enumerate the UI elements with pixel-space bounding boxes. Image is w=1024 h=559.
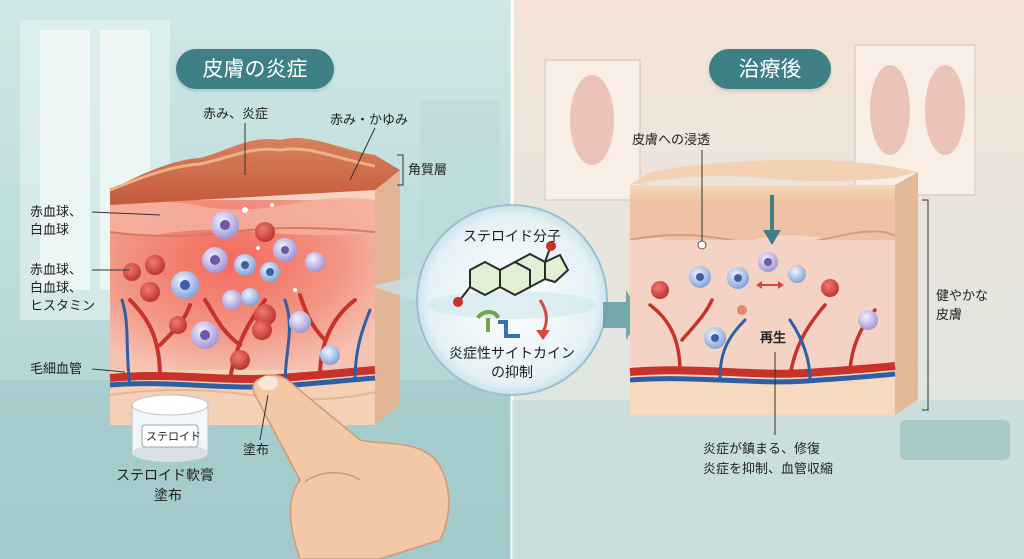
label-rbc-wbc-hist-3: ヒスタミン: [30, 299, 96, 314]
label-healthy-1: 健やかな: [936, 289, 989, 304]
label-redness-inflammation: 赤み、炎症: [203, 107, 269, 122]
label-result-1: 炎症が鎮まる、修復: [703, 442, 821, 457]
suppress-text-1: 炎症性サイトカイン: [449, 346, 575, 362]
label-rbc-wbc-1: 赤血球、: [30, 205, 83, 220]
label-result-2: 炎症を抑制、血管収縮: [703, 462, 834, 477]
label-ointment-1: ステロイド軟膏: [116, 468, 214, 484]
label-penetration: 皮膚への浸透: [632, 133, 711, 148]
suppress-text-2: の抑制: [491, 365, 533, 381]
left-title: 皮膚の炎症: [176, 49, 334, 89]
label-stratum-corneum: 角質層: [408, 163, 448, 178]
jar-label: ステロイド: [146, 430, 201, 443]
label-rbc-wbc-2: 白血球: [30, 223, 70, 238]
label-regeneration: 再生: [760, 331, 787, 346]
label-apply: 塗布: [243, 443, 270, 458]
label-rbc-wbc-hist-1: 赤血球、: [30, 263, 83, 278]
label-rbc-wbc-hist-2: 白血球、: [30, 281, 83, 296]
label-capillary: 毛細血管: [30, 362, 83, 377]
right-title: 治療後: [709, 49, 831, 89]
label-healthy-2: 皮膚: [936, 308, 963, 323]
label-redness-itch: 赤み・かゆみ: [330, 113, 409, 128]
label-ointment-2: 塗布: [154, 488, 182, 504]
molecule-title: ステロイド分子: [463, 229, 561, 245]
